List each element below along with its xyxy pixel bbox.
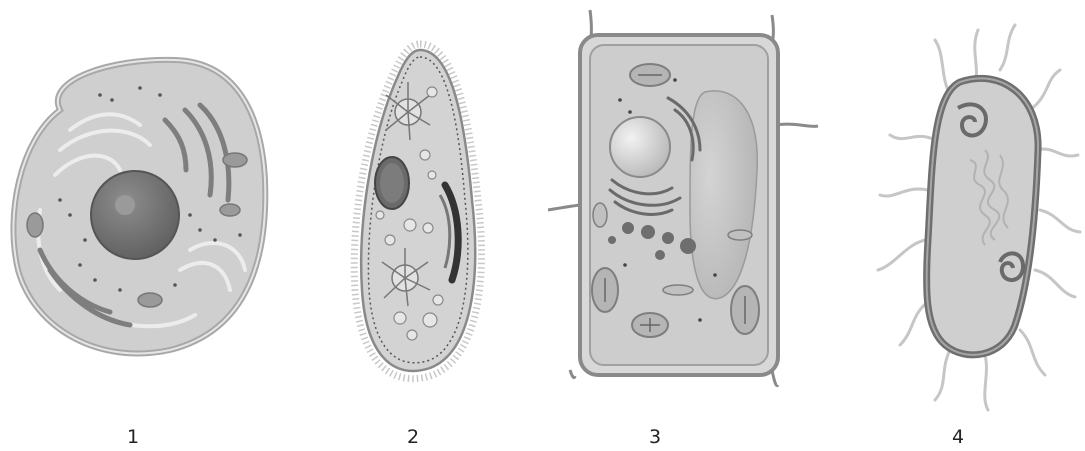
cell-label-1: 1: [113, 426, 153, 448]
animal-cell-icon: [13, 60, 265, 354]
cell-label-3: 3: [635, 426, 675, 448]
cell-label-2: 2: [393, 426, 433, 448]
plant-cell-icon: [548, 10, 818, 386]
paramecium-cell-icon: [354, 44, 481, 379]
cell-label-4: 4: [938, 426, 978, 448]
bacterium-cell-icon: [878, 25, 1080, 410]
